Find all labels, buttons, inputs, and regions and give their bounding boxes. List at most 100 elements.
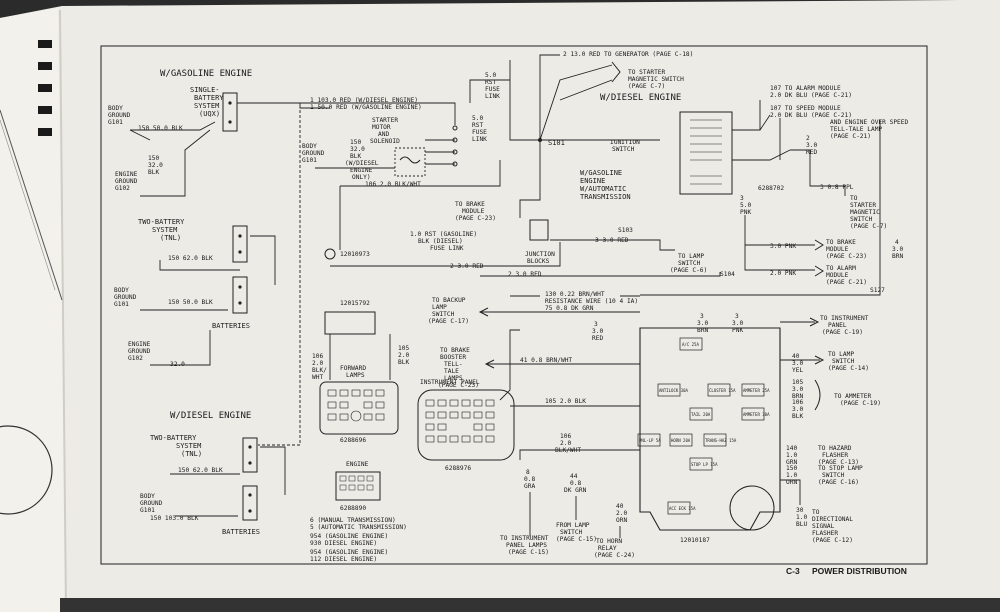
wire-50-blk: 150 50.0 BLK xyxy=(138,125,183,132)
diagram-border xyxy=(100,45,928,565)
label-two-battery-gas-2: SYSTEM xyxy=(152,226,177,234)
to-hazard-3: (PAGE C-13) xyxy=(818,459,859,466)
label-body-ground-c2: GROUND xyxy=(114,294,137,301)
red-2-r-b: 3.0 xyxy=(806,142,817,149)
label-body-ground-b2: GROUND xyxy=(302,150,325,157)
forward-lamps-connector xyxy=(319,381,399,435)
red-2: 2 3.0 RED xyxy=(450,263,484,270)
wire-105-blk-center: 105 2.0 BLK xyxy=(545,398,586,405)
label-body-ground-2: GROUND xyxy=(108,112,131,119)
to-directional-5: (PAGE C-12) xyxy=(812,537,853,544)
to-backup-1: TO BACKUP xyxy=(432,297,466,304)
to-brake-booster-6: (PAGE C-23) xyxy=(438,382,479,389)
to-speed-module-2: 2.0 DK BLU (PAGE C-21) xyxy=(770,112,852,119)
legend-6: 6 (MANUAL TRANSMISSION) xyxy=(310,517,396,524)
gra-8-c: GRA xyxy=(524,483,535,490)
legend-930: 930 DIESEL ENGINE) xyxy=(310,540,377,547)
to-hazard-2: FLASHER xyxy=(822,452,848,459)
orn-40-a: 40 xyxy=(616,503,624,510)
fuse-horn xyxy=(669,433,693,447)
brn-4-b: 3.0 xyxy=(892,246,903,253)
fuse-antilock-label: ANTILOCK 30A xyxy=(659,388,688,393)
red-3b-b: 3.0 xyxy=(592,328,603,335)
blu-30-a: 30 xyxy=(796,507,804,514)
to-ammeter-1: TO AMMETER xyxy=(834,393,872,400)
wire-brn-wht: 41 0.8 BRN/WHT xyxy=(520,357,572,364)
heading-gasoline-engine: W/GASOLINE ENGINE xyxy=(160,69,252,79)
from-lamp-switch-1: FROM LAMP xyxy=(556,522,590,529)
fuse-cluster xyxy=(707,383,731,397)
to-lamp-switch-2: SWITCH xyxy=(678,260,701,267)
label-two-battery-gas-1: TWO-BATTERY xyxy=(138,218,185,226)
gra-8-b: 0.8 xyxy=(524,476,535,483)
wire-103-red: 1 103.0 RED (W/DIESEL ENGINE) xyxy=(310,97,418,104)
wire-106-bw-2: 2.0 xyxy=(560,440,571,447)
label-two-battery-diesel-2: SYSTEM xyxy=(176,442,201,450)
fuse-link-2-c: FUSE xyxy=(472,129,487,136)
wire-32-blk-3: BLK xyxy=(148,169,159,176)
pnk-1: 3 xyxy=(740,195,744,202)
label-engine-ground-3: G102 xyxy=(115,185,130,192)
brn-105-a: 105 xyxy=(792,379,803,386)
label-starter-3: AND xyxy=(378,131,389,138)
auto-trans-3: W/AUTOMATIC xyxy=(580,185,626,193)
red-2-r-a: 2 xyxy=(806,135,810,142)
fuse-link-2-d: LINK xyxy=(472,136,487,143)
red-3b-a: 3 xyxy=(594,321,598,328)
to-brake-module-3: (PAGE C-23) xyxy=(455,215,496,222)
to-instrument-panel-2: PANEL xyxy=(828,322,847,329)
orn-150-a: 150 xyxy=(786,465,797,472)
to-brake-booster-5: LAMPS xyxy=(444,375,463,382)
fuse-ammeter-25-label: AMMETER 25A xyxy=(743,388,770,393)
legend-5: 5 (AUTOMATIC TRANSMISSION) xyxy=(310,524,407,531)
label-s103: S103 xyxy=(618,227,633,234)
blu-30-c: BLU xyxy=(796,521,807,528)
from-lamp-switch-3: (PAGE C-15) xyxy=(556,536,597,543)
label-engine-ground-1: ENGINE xyxy=(115,171,138,178)
to-backup-4: (PAGE C-17) xyxy=(428,318,469,325)
fuse-link-gas-3: FUSE LINK xyxy=(430,245,464,252)
wire-diesel-only-5: ENGINE xyxy=(350,167,373,174)
to-brake-mod-r-3: (PAGE C-23) xyxy=(826,253,867,260)
label-starter-4: SOLENOID xyxy=(370,138,400,145)
to-speed-module-1: 107 TO SPEED MODULE xyxy=(770,105,841,112)
fuse-cluster-label: CLUSTER 15A xyxy=(709,388,736,393)
red-3: 3 3.0 RED xyxy=(595,237,629,244)
label-starter-1: STARTER xyxy=(372,117,398,124)
label-body-ground-b1: BODY xyxy=(302,143,317,150)
to-horn-3: (PAGE C-24) xyxy=(594,552,635,559)
to-brake-mod-r-1: TO BRAKE xyxy=(826,239,856,246)
label-body-ground-c1: BODY xyxy=(114,287,129,294)
fuse-trans-haz xyxy=(703,433,727,447)
from-lamp-switch-2: SWITCH xyxy=(560,529,583,536)
dk-grn-44-b: 0.8 xyxy=(570,480,581,487)
fuse-link-1-d: LINK xyxy=(485,93,500,100)
brn-105-b: 3.0 xyxy=(792,386,803,393)
part-6288702: 6288702 xyxy=(758,185,784,192)
pnk-r-c: PNK xyxy=(732,327,743,334)
fuse-link-1-c: FUSE xyxy=(485,86,500,93)
fuse-block-fuses: A/C 25A ANTILOCK 30A CLUSTER 15A AMMETER… xyxy=(637,337,770,515)
label-body-ground-d2: GROUND xyxy=(140,500,163,507)
grn-140-a: 140 xyxy=(786,445,797,452)
starter-solenoid xyxy=(394,147,426,177)
fuse-link-1-b: RST xyxy=(485,79,496,86)
to-lamp-switch-r-3: (PAGE C-14) xyxy=(828,365,869,372)
to-alarm-module-2: 2.0 DK BLU (PAGE C-21) xyxy=(770,92,852,99)
orn-40-c: ORN xyxy=(616,517,627,524)
battery-diesel-2 xyxy=(242,485,258,521)
auto-trans-1: W/GASOLINE xyxy=(580,169,622,177)
label-engine-ground-b3: G102 xyxy=(128,355,143,362)
spiral-binding xyxy=(38,40,52,136)
to-directional-4: FLASHER xyxy=(812,530,838,537)
wire-106-blk-2: 2.0 xyxy=(312,360,323,367)
left-page xyxy=(0,8,66,612)
label-two-battery-diesel-1: TWO-BATTERY xyxy=(150,434,197,442)
fuse-link-2-b: RST xyxy=(472,122,483,129)
ignition-switch-contacts xyxy=(690,119,722,185)
battery-gas-2 xyxy=(232,276,248,314)
to-instr-lamps-1: TO INSTRUMENT xyxy=(500,535,549,542)
label-body-ground-1: BODY xyxy=(108,105,123,112)
fuse-link-gas-1: 1.0 RST (GASOLINE) xyxy=(410,231,477,238)
to-starter-right-2: STARTER xyxy=(850,202,876,209)
